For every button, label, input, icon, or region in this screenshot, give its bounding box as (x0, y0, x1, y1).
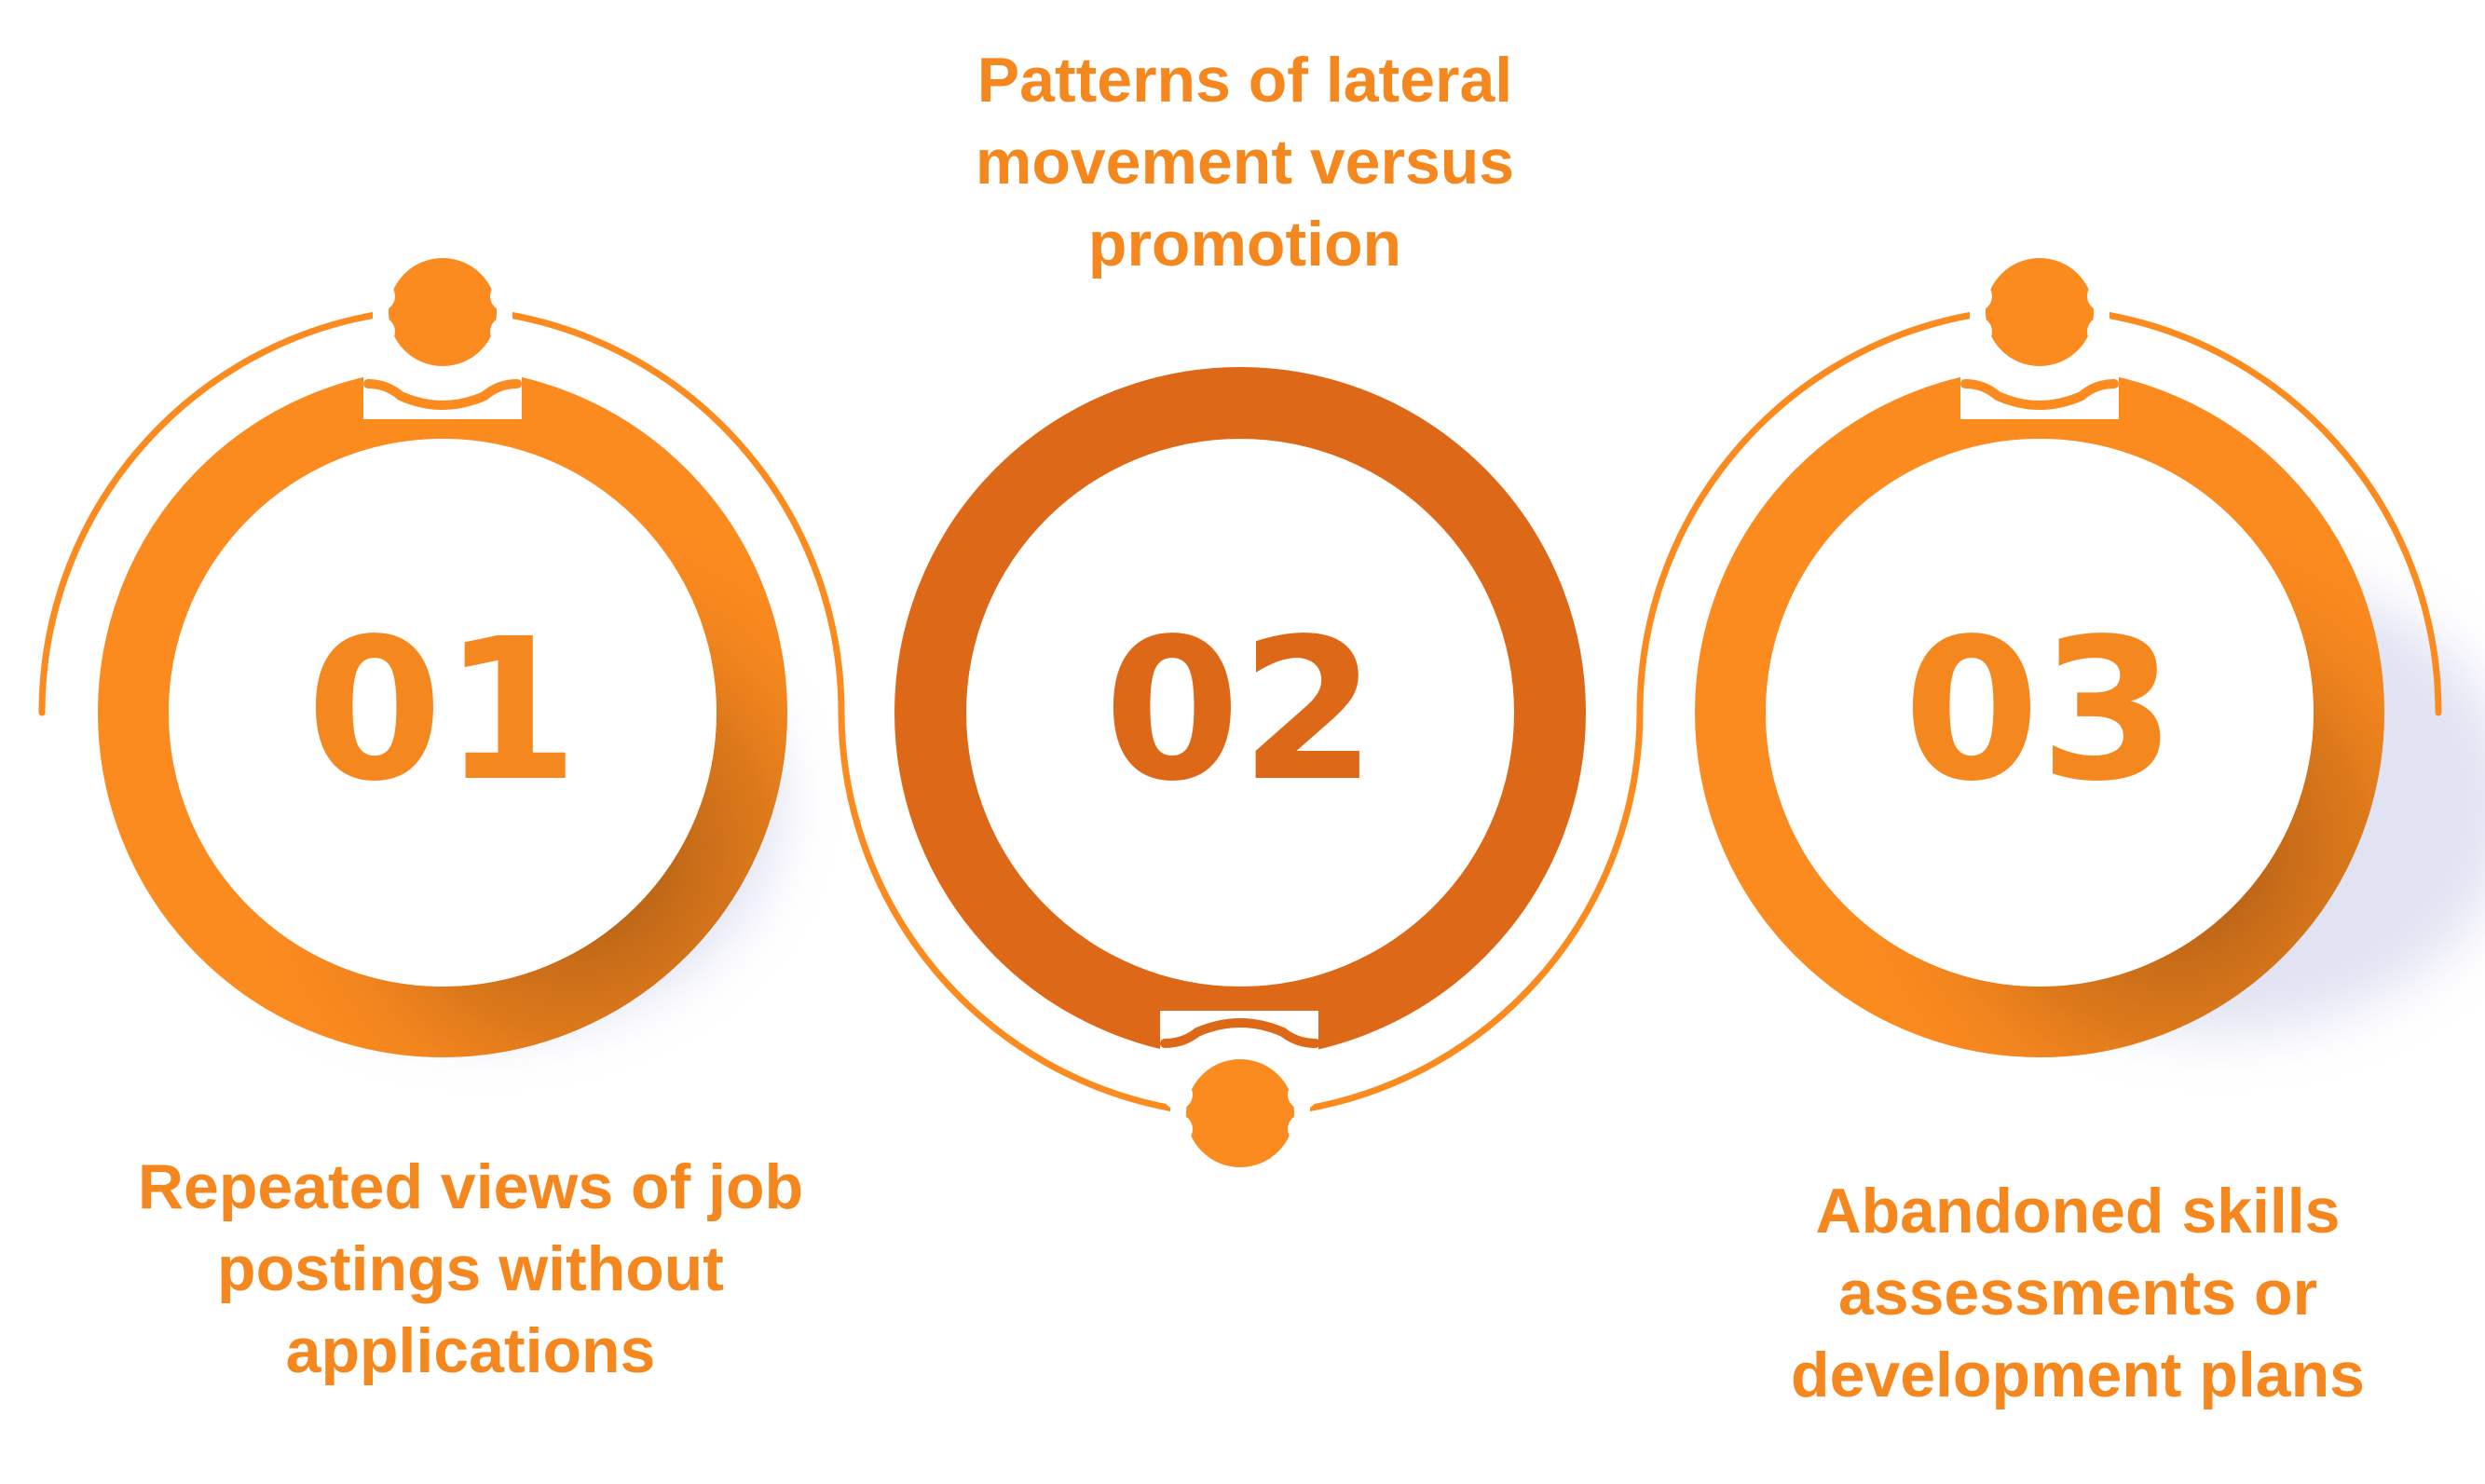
step-01-caption-line: applications (285, 1315, 656, 1386)
connector-line (38, 311, 2442, 1112)
step-02-caption-line: promotion (1087, 209, 1402, 279)
step-02-node (1186, 1059, 1294, 1167)
step-03-number: 03 (1904, 596, 2176, 824)
step-02-number: 02 (1104, 596, 1376, 824)
step-01-caption-line: Repeated views of job (137, 1151, 804, 1222)
step-02-caption: Patterns of lateral movement versus prom… (891, 39, 1599, 285)
step-03-caption-line: assessments or (1837, 1258, 2318, 1328)
step-02: 02 (894, 367, 1586, 1167)
step-01-caption: Repeated views of job postings without a… (116, 1146, 825, 1392)
step-02-caption-line: movement versus (975, 127, 1515, 197)
step-03-caption-line: Abandoned skills (1815, 1176, 2341, 1246)
step-03-node (1986, 258, 2094, 366)
step-03: 03 (1695, 258, 2384, 1057)
step-03-caption-line: development plans (1791, 1340, 2365, 1410)
step-01-node (389, 258, 497, 366)
step-03-caption: Abandoned skills assessments or developm… (1724, 1170, 2432, 1416)
step-02-caption-line: Patterns of lateral (976, 45, 1513, 116)
step-01: 01 (98, 258, 787, 1057)
step-01-caption-line: postings without (217, 1233, 724, 1304)
step-01-number: 01 (307, 596, 579, 824)
